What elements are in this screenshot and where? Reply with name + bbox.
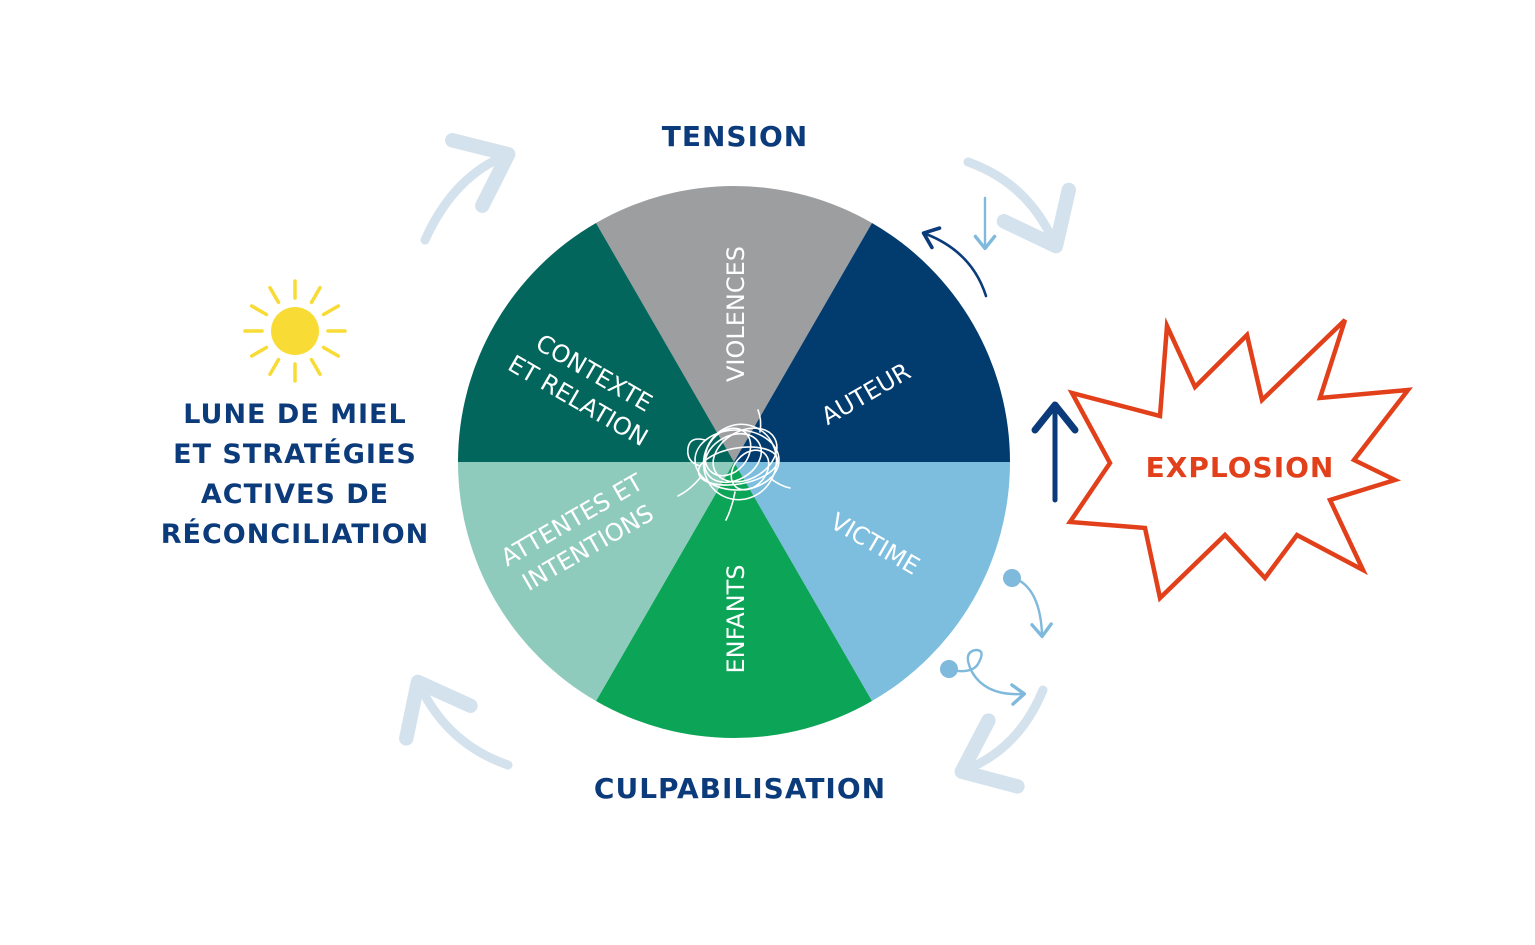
phase-lune-de-miel: LUNE DE MIEL ET STRATÉGIES ACTIVES DE RÉ… <box>140 395 450 555</box>
explosion-burst-icon <box>1065 317 1413 603</box>
segment-label-enfants: ENFANTS <box>720 529 752 709</box>
segment-line: VIOLENCES <box>722 245 750 383</box>
phase-tension: TENSION <box>661 120 809 153</box>
lune-line-2: ET STRATÉGIES <box>173 439 417 470</box>
segment-label-violences: VIOLENCES <box>720 194 752 434</box>
lune-line-3: ACTIVES DE <box>200 479 390 510</box>
small-dark-arrows <box>921 226 1079 503</box>
lune-line-1: LUNE DE MIEL <box>183 399 407 430</box>
arrow-dots <box>940 569 1021 678</box>
loop-arrow-icon <box>948 648 1027 706</box>
phase-culpabilisation: CULPABILISATION <box>593 772 887 805</box>
cycle-arrow-bottom-right <box>954 685 1048 794</box>
wedge-auteur <box>734 222 1010 462</box>
cycle-arrow-bottom-left <box>399 674 513 770</box>
cycle-arrow-top-left <box>420 133 516 245</box>
wedge-violences <box>596 185 872 462</box>
wedge-enfants <box>596 462 872 738</box>
emotion-wheel <box>458 185 1010 738</box>
sun-ray <box>268 285 281 305</box>
lune-line-4: RÉCONCILIATION <box>160 519 430 550</box>
tangle-icon <box>677 409 791 521</box>
sun-icon <box>243 279 347 383</box>
sun-ray <box>249 345 269 358</box>
cycle-arrows <box>399 133 1076 794</box>
wedge-contexte <box>458 222 734 462</box>
sun-ray <box>321 304 341 317</box>
wedge-victime <box>734 462 1010 702</box>
curved-arrow-up-icon <box>921 226 988 298</box>
sun-ray <box>309 357 322 377</box>
wedge-attentes <box>458 462 734 702</box>
segment-line: ENFANTS <box>722 564 750 674</box>
sun-ray <box>309 285 322 305</box>
phase-explosion: EXPLOSION <box>1145 451 1335 484</box>
cycle-arrow-top-right <box>963 157 1076 254</box>
sun-ray <box>249 304 269 317</box>
sun-ray <box>268 357 281 377</box>
sun-ray <box>321 345 341 358</box>
swirl-arrow-icon <box>1012 576 1053 639</box>
